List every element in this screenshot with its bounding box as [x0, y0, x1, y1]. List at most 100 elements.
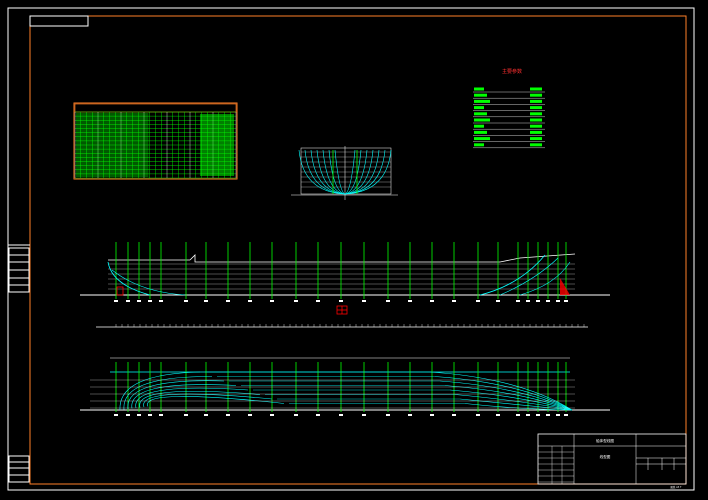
profile-station-label-mark [270, 300, 274, 302]
halfbreadth-station-label-mark [408, 414, 412, 416]
body-plan-section [334, 149, 346, 195]
halfbreadth-aft-waterline [147, 396, 285, 407]
param-row-value-mark [530, 118, 542, 122]
profile-station-label-mark [546, 300, 550, 302]
halfbreadth-station-label-mark [556, 414, 560, 416]
halfbreadth-station-label-mark [148, 414, 152, 416]
offset-table [73, 102, 238, 180]
halfbreadth-aft-waterline [135, 387, 249, 409]
halfbreadth-fore-waterline [449, 389, 573, 411]
profile-station-label-mark [476, 300, 480, 302]
profile-station-label-mark [204, 300, 208, 302]
title-block-name: 船体型线图 [596, 438, 614, 443]
profile-station-label-mark [556, 300, 560, 302]
profile-station-label-mark [362, 300, 366, 302]
profile-station-label-mark [339, 300, 343, 302]
params-title: 主要参数 [502, 68, 522, 75]
param-row-label-mark [474, 106, 484, 110]
title-block: 船体型线图 线型图 图纸 A3 T [537, 433, 687, 489]
halfbreadth-station-label-mark [159, 414, 163, 416]
profile-station-label-mark [126, 300, 130, 302]
offset-table-fill [76, 113, 149, 177]
param-row-label-mark [474, 118, 490, 122]
halfbreadth-aft-waterline [127, 380, 225, 410]
body-plan-section [344, 149, 368, 195]
main-parameters-table: 主要参数 [473, 68, 545, 149]
body-plan [291, 146, 398, 200]
halfbreadth-station-label-mark [226, 414, 230, 416]
halfbreadth-station-label-mark [430, 414, 434, 416]
halfbreadth-station-label-mark [516, 414, 520, 416]
body-plan-section [316, 149, 346, 195]
param-row-value-mark [530, 87, 542, 91]
profile-station-label-mark [430, 300, 434, 302]
body-plan-section [298, 149, 346, 195]
midship-symbol [336, 305, 348, 315]
profile-station-label-mark [386, 300, 390, 302]
body-plan-section [344, 149, 392, 195]
profile-station-label-mark [294, 300, 298, 302]
profile-station-label-mark [526, 300, 530, 302]
halfbreadth-fore-waterline [434, 376, 573, 411]
profile-station-label-mark [248, 300, 252, 302]
halfbreadth-fore-waterline [459, 398, 573, 411]
halfbreadth-station-label-mark [564, 414, 568, 416]
param-row-value-mark [530, 106, 542, 110]
inner-frame [29, 15, 687, 485]
halfbreadth-fore-waterline [444, 385, 573, 411]
profile-station-label-mark [114, 300, 118, 302]
top-left-tab [29, 15, 89, 27]
profile-view [80, 242, 610, 302]
profile-station-label-mark [516, 300, 520, 302]
halfbreadth-station-label-mark [526, 414, 530, 416]
halfbreadth-station-label-mark [546, 414, 550, 416]
halfbreadth-station-label-mark [114, 414, 118, 416]
param-row-label-mark [474, 87, 484, 91]
param-row-label-mark [474, 93, 487, 97]
halfbreadth-station-label-mark [476, 414, 480, 416]
halfbreadth-aft-waterline [139, 390, 261, 408]
halfbreadth-station-label-mark [137, 414, 141, 416]
halfbreadth-station-label-mark [496, 414, 500, 416]
halfbreadth-station-label-mark [126, 414, 130, 416]
param-row-label-mark [474, 137, 490, 141]
offset-table-fill [200, 114, 234, 176]
halfbreadth-aft-waterline [143, 393, 273, 408]
profile-station-label-mark [408, 300, 412, 302]
param-row-label-mark [474, 124, 484, 128]
halfbreadth-station-label-mark [204, 414, 208, 416]
halfbreadth-fore-waterline [439, 380, 573, 411]
halfbreadth-station-label-mark [386, 414, 390, 416]
halfbreadth-station-label-mark [270, 414, 274, 416]
profile-station-label-mark [148, 300, 152, 302]
param-row-label-mark [474, 143, 484, 147]
param-row-value-mark [530, 137, 542, 141]
halfbreadth-fore-waterline [429, 371, 573, 411]
binding-strip [8, 244, 30, 483]
profile-station-label-mark [226, 300, 230, 302]
halfbreadth-aft-waterline [119, 371, 201, 411]
param-row-label-mark [474, 112, 487, 116]
param-row-label-mark [474, 99, 490, 103]
sheet-code: 图纸 A3 T [671, 485, 682, 489]
param-row-value-mark [530, 99, 542, 103]
outer-frame [7, 7, 695, 491]
param-row-value-mark [530, 93, 542, 97]
scale-bar [96, 324, 588, 328]
body-plan-section [328, 149, 346, 195]
body-plan-section [344, 149, 374, 195]
half-breadth-plan [80, 357, 610, 416]
body-plan-section [344, 149, 356, 195]
halfbreadth-station-label-mark [339, 414, 343, 416]
title-block-unit: 线型图 [600, 454, 611, 459]
param-row-value-mark [530, 130, 542, 134]
halfbreadth-aft-waterline [131, 384, 237, 409]
param-row-label-mark [474, 130, 487, 134]
halfbreadth-station-label-mark [184, 414, 188, 416]
profile-station-label-mark [452, 300, 456, 302]
body-plan-section [344, 149, 362, 195]
halfbreadth-station-label-mark [452, 414, 456, 416]
param-row-value-mark [530, 112, 542, 116]
param-row-value-mark [530, 124, 542, 128]
